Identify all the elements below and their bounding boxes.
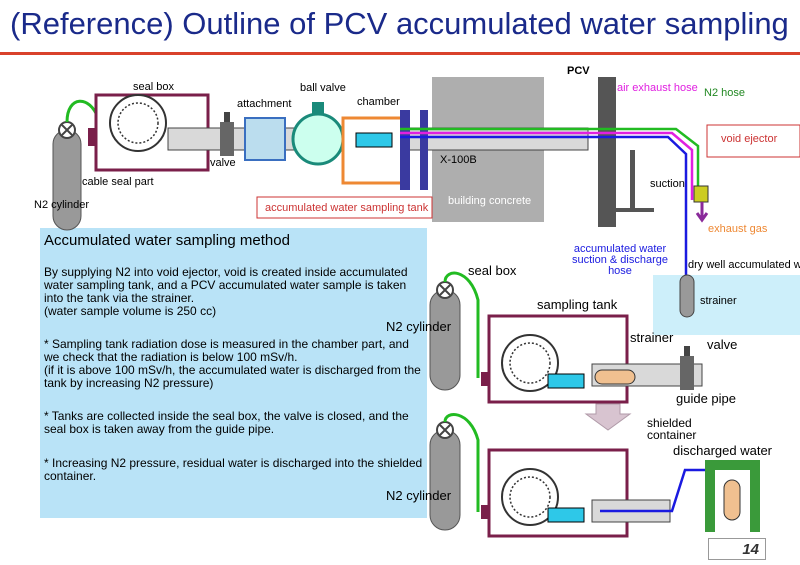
ball-valve: [291, 112, 345, 166]
page-number: 14: [708, 538, 766, 560]
label-sampling-tank-mid: sampling tank: [537, 297, 618, 312]
void-ejector: [693, 185, 709, 203]
label-pcv: PCV: [567, 65, 590, 77]
pcv-wall: [598, 77, 616, 227]
label-suction-discharge-hose-line: accumulated water: [574, 243, 667, 255]
dry-well-pool: [653, 275, 800, 335]
label-seal-box-mid: seal box: [468, 263, 517, 278]
label-n2-cylinder-mid: N2 cylinder: [386, 319, 452, 334]
method-paragraph-2: * Sampling tank radiation dose is measur…: [44, 337, 421, 390]
label-sampling-tank: accumulated water sampling tank: [265, 202, 429, 214]
chamber: [341, 116, 405, 185]
label-x100b: X-100B: [440, 154, 477, 166]
method-title: Accumulated water sampling method: [44, 232, 290, 249]
method-paragraph-3: * Tanks are collected inside the seal bo…: [44, 409, 409, 436]
label-suction: suction: [650, 178, 685, 190]
air-exhaust-hose: [400, 131, 694, 200]
n2-cylinder-top: [52, 129, 82, 231]
label-dry-well: dry well accumulated w: [688, 259, 800, 271]
n2-cylinder-bottom: [429, 429, 461, 531]
label-shielded-container-line: shielded: [647, 416, 692, 430]
attachment: [244, 117, 286, 161]
title-rule: [0, 52, 800, 55]
sampling-tank-mid: [547, 373, 585, 389]
label-discharged-water: discharged water: [673, 443, 773, 458]
label-void-ejector: void ejector: [721, 133, 778, 145]
label-n2-cylinder-top: N2 cylinder: [34, 199, 89, 211]
label-guide-pipe: guide pipe: [676, 391, 736, 406]
strainer-pool: [679, 274, 695, 318]
label-seal-box-top: seal box: [133, 81, 174, 93]
label-ball-valve: ball valve: [300, 82, 346, 94]
label-valve-top: valve: [210, 157, 236, 169]
exhaust-gas-arrow: [695, 202, 709, 223]
label-suction-discharge-hose-line: suction & discharge: [572, 254, 668, 266]
sampling-tank-bottom: [547, 507, 585, 523]
label-attachment: attachment: [237, 98, 291, 110]
label-valve-mid: valve: [707, 337, 737, 352]
n2-hose: [400, 127, 700, 190]
method-paragraph-4: * Increasing N2 pressure, residual water…: [44, 456, 423, 483]
page-title: (Reference) Outline of PCV accumulated w…: [10, 6, 789, 41]
method-paragraph-1: By supplying N2 into void ejector, void …: [44, 265, 408, 318]
label-chamber: chamber: [357, 96, 400, 108]
valve-mid: [680, 356, 694, 390]
process-arrow: [584, 403, 632, 431]
label-building-concrete: building concrete: [448, 195, 531, 207]
label-strainer-mid: strainer: [630, 330, 674, 345]
sampling-tank-callout: [256, 196, 433, 219]
label-n2-hose: N2 hose: [704, 87, 745, 99]
n2-cylinder-mid: [429, 289, 461, 391]
label-n2-cylinder-bottom: N2 cylinder: [386, 488, 452, 503]
suction-discharge-hose-top: [400, 135, 688, 320]
valve-top: [220, 122, 234, 156]
label-suction-discharge-hose-line: hose: [608, 265, 632, 277]
cable-seal-part: [88, 128, 96, 146]
label-shielded-container-line: container: [647, 428, 696, 442]
label-strainer-pool: strainer: [700, 295, 737, 307]
label-cable-seal-part: cable seal part: [82, 176, 154, 188]
strainer-mid: [594, 369, 636, 385]
label-air-exhaust-hose: air exhaust hose: [617, 82, 698, 94]
label-exhaust-gas: exhaust gas: [708, 223, 768, 235]
n2-supply-line-top: [65, 99, 100, 123]
accumulated-water-sampling-tank-top: [355, 132, 393, 148]
method-panel: [40, 228, 427, 518]
